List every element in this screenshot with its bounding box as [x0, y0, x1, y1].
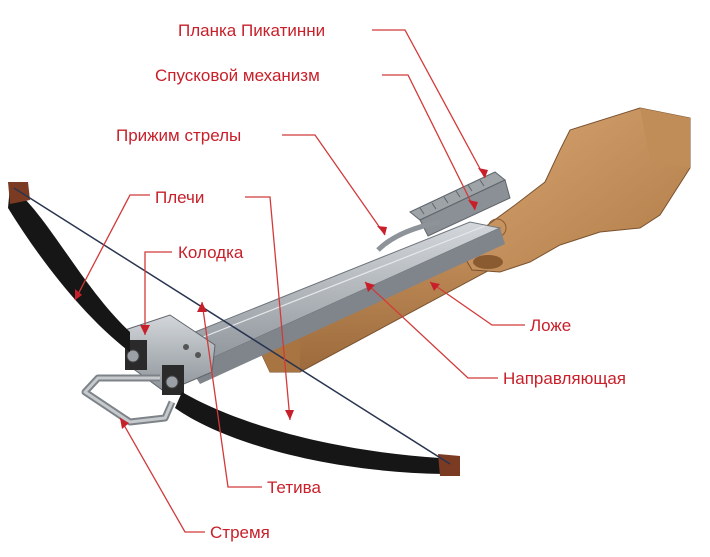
label-arrow-clamp: Прижим стрелы — [116, 126, 241, 145]
label-stirrup: Стремя — [210, 523, 270, 542]
leader-lines — [74, 29, 525, 533]
label-block: Колодка — [178, 243, 244, 262]
label-string: Тетива — [267, 478, 321, 497]
stirrup — [81, 374, 176, 426]
arrow-clamp — [376, 219, 441, 252]
label-limbs: Плечи — [155, 188, 204, 207]
label-picatinny: Планка Пикатинни — [178, 21, 325, 40]
block — [124, 314, 216, 395]
picatinny-rail — [409, 171, 511, 237]
rail — [148, 221, 505, 384]
label-rail: Направляющая — [503, 369, 626, 388]
label-trigger: Спусковой механизм — [155, 66, 320, 85]
string — [13, 187, 451, 465]
label-stock: Ложе — [530, 316, 571, 335]
